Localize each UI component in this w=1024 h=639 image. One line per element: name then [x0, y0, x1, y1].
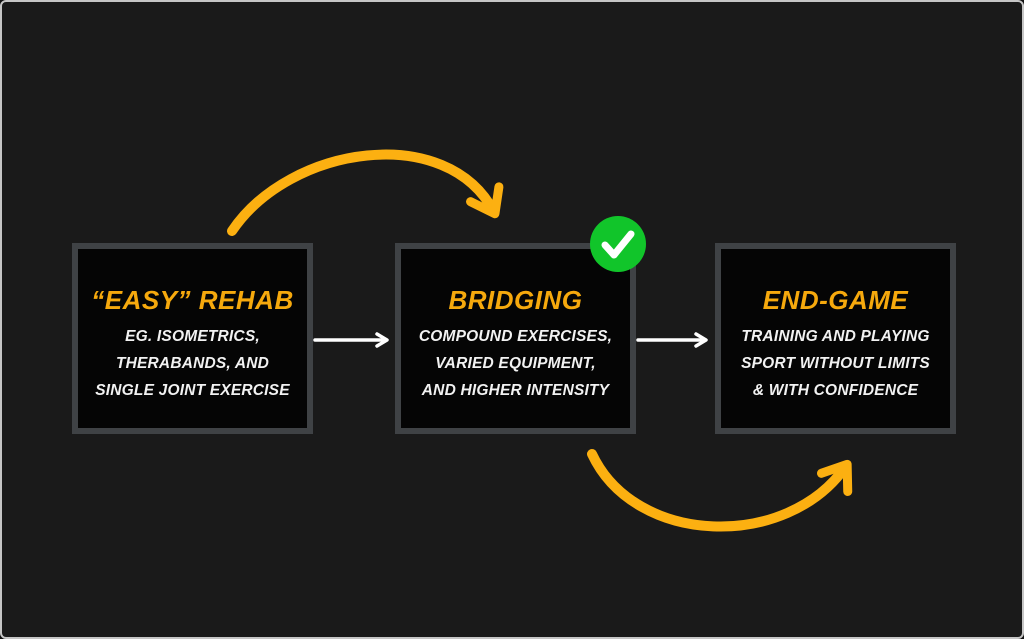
step-subtitle-line: THERABANDS, AND [115, 355, 270, 372]
step-subtitle-line: TRAINING AND PLAYING [741, 328, 930, 345]
curved-arrow-top [227, 149, 504, 236]
step-subtitle-line: & WITH CONFIDENCE [752, 382, 919, 399]
step-subtitle-line: SINGLE JOINT EXERCISE [95, 382, 290, 399]
step-box-end-game: END-GAME TRAINING AND PLAYING SPORT WITH… [715, 243, 956, 434]
check-icon [590, 216, 646, 272]
step-subtitle-line: EG. ISOMETRICS, [125, 328, 260, 345]
check-mark-glyph [601, 230, 635, 259]
step-title: “EASY” REHAB [91, 285, 294, 315]
step-subtitle-line: COMPOUND EXERCISES, [418, 328, 613, 345]
step-subtitle-line: SPORT WITHOUT LIMITS [741, 355, 930, 372]
step-box-easy-rehab: “EASY” REHAB EG. ISOMETRICS, THERABANDS,… [72, 243, 313, 434]
step-box-bridging: BRIDGING COMPOUND EXERCISES, VARIED EQUI… [395, 243, 636, 434]
step-subtitle-line: AND HIGHER INTENSITY [421, 382, 610, 399]
step-title: END-GAME [762, 285, 909, 315]
step-title: BRIDGING [448, 285, 583, 315]
curved-arrow-bottom [587, 449, 851, 532]
step-subtitle-line: VARIED EQUIPMENT, [435, 355, 596, 372]
